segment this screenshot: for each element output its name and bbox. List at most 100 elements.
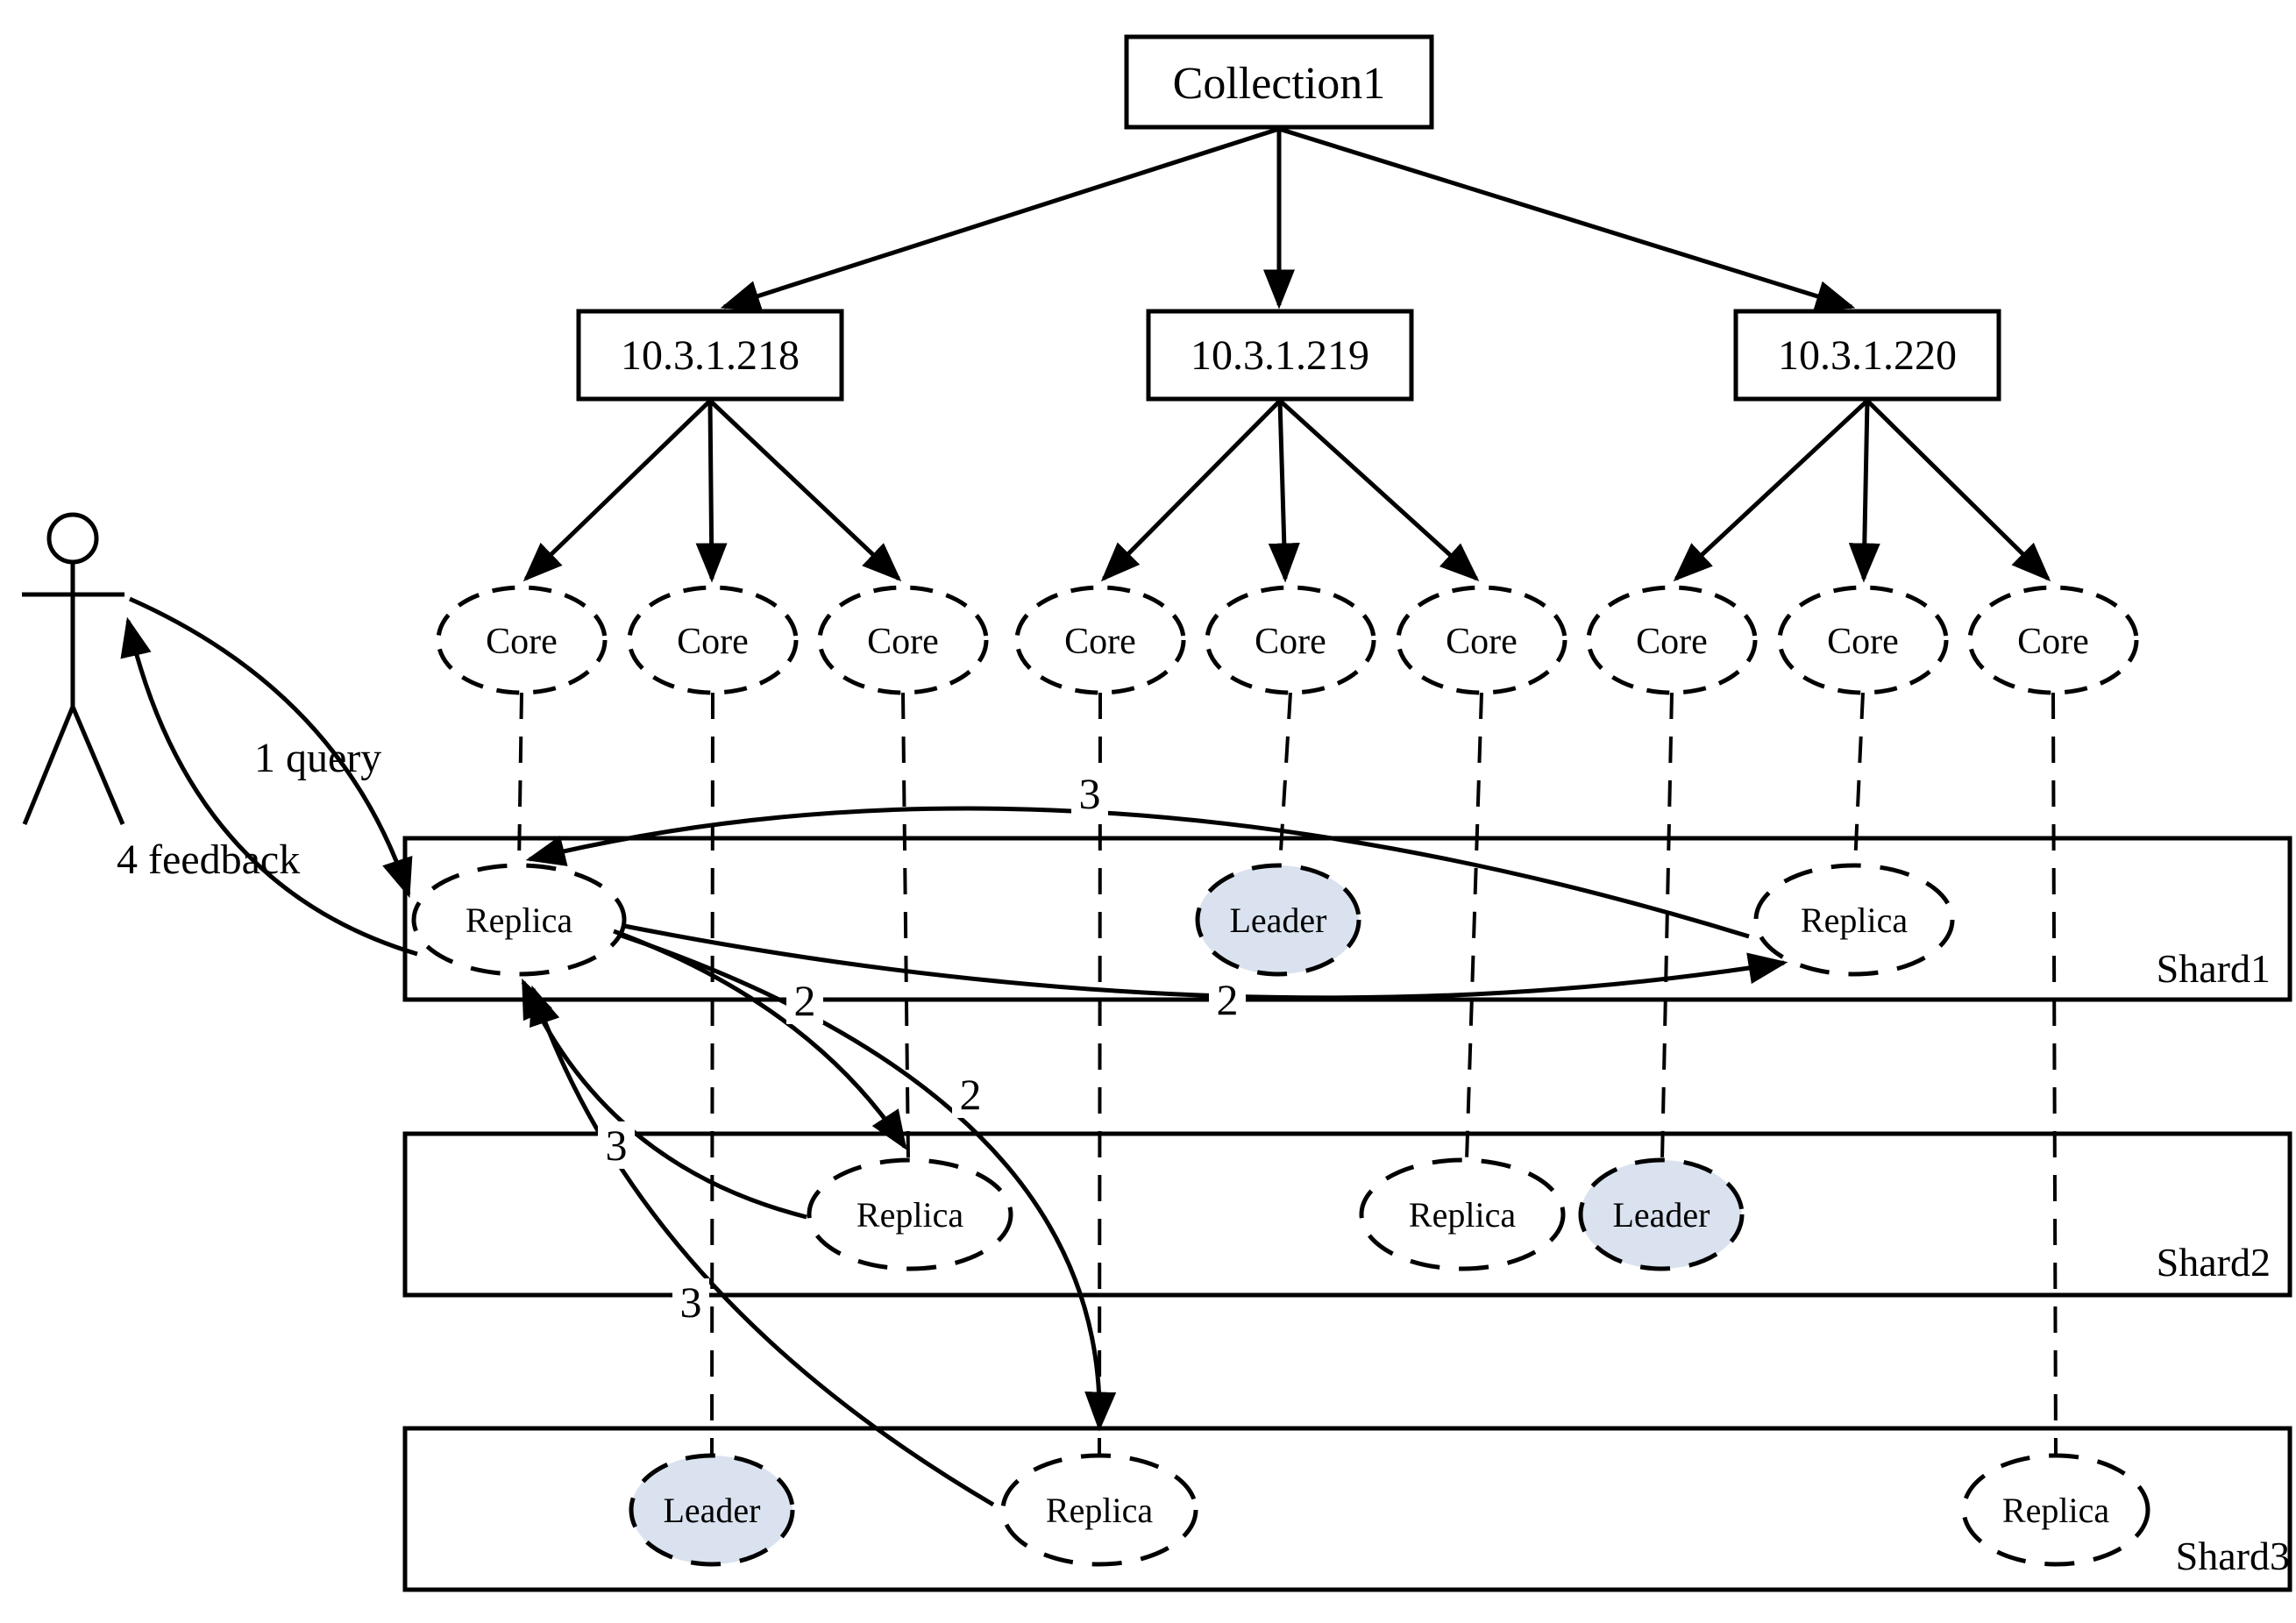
- shard2-replica2-label: Replica: [1409, 1195, 1516, 1235]
- server-nodes: 10.3.1.218 10.3.1.219 10.3.1.220: [576, 309, 2001, 402]
- arrow-query-user-to-replica: [128, 596, 413, 899]
- step3b-backing: [598, 1121, 635, 1169]
- core9-ellipse: [1967, 585, 2139, 695]
- edge-server1-core3: [708, 399, 902, 582]
- core9-label: Core: [2017, 622, 2089, 662]
- step3a-label: 3: [1079, 769, 1101, 818]
- server1-label: 10.3.1.218: [621, 332, 800, 379]
- shard3-nodes: Leader Replica Replica: [629, 1453, 2150, 1567]
- shard1-leader-label: Leader: [1229, 900, 1326, 940]
- step2b-backing: [786, 977, 823, 1024]
- core1-ellipse: [436, 585, 608, 695]
- shard1-name: Shard1: [2157, 946, 2271, 991]
- step3c-backing: [672, 1278, 709, 1326]
- shard1-replica2-label: Replica: [1801, 900, 1908, 940]
- shard3-replica1-label: Replica: [1046, 1491, 1153, 1530]
- core1-label: Core: [486, 622, 558, 662]
- connector-core2-shard3-leader: [710, 692, 714, 1456]
- edge-server2-core5: [1268, 400, 1300, 583]
- shard3-replica2-label: Replica: [2002, 1491, 2109, 1530]
- shard1-replica2-ellipse: [1753, 863, 1955, 977]
- arrow-step3-from-shard2-replica: [521, 978, 807, 1220]
- core4-label: Core: [1064, 622, 1136, 662]
- tree-edges: [522, 126, 2051, 583]
- step3a-backing: [1071, 770, 1108, 817]
- core7-ellipse: [1586, 585, 1758, 695]
- core6-ellipse: [1396, 585, 1567, 695]
- core8-ellipse: [1777, 585, 1949, 695]
- edge-collection-server1: [720, 126, 1280, 311]
- connector-core5-shard1-leader: [1278, 692, 1292, 866]
- edge-server3-core8: [1848, 400, 1880, 583]
- edge-server1-core2: [695, 400, 728, 583]
- shard2-replica2-ellipse: [1359, 1157, 1566, 1271]
- shard2-nodes: Replica Replica Leader: [807, 1157, 1745, 1271]
- core2-label: Core: [677, 622, 749, 662]
- query-label: 1 query: [254, 735, 381, 781]
- server3-label: 10.3.1.220: [1778, 332, 1957, 379]
- collection-label: Collection1: [1173, 59, 1386, 109]
- connector-core7-shard2-leader: [1660, 692, 1674, 1161]
- step3c-label: 3: [680, 1278, 702, 1327]
- user-actor-icon: [22, 512, 125, 825]
- shard-name-labels: Shard1 Shard2 Shard3: [2157, 946, 2290, 1578]
- core4-ellipse: [1014, 585, 1186, 695]
- core-nodes: Core Core Core Core Core Core Core Core: [436, 585, 2139, 695]
- arrow-step2-to-shard3-replica: [618, 932, 1117, 1432]
- shard1-nodes: Replica Leader Replica: [411, 863, 1955, 977]
- flow-labels: 1 query 4 feedback 2 2 2 3 3 3: [117, 735, 1246, 1327]
- core-node: Core: [1777, 585, 1949, 695]
- edge-server2-core4: [1100, 399, 1282, 582]
- arrow-feedback-replica-to-user: [120, 616, 418, 957]
- edge-server3-core7: [1673, 399, 1869, 582]
- core2-ellipse: [627, 585, 799, 695]
- actor-leg-right: [70, 706, 125, 825]
- core-node: Core: [1014, 585, 1186, 695]
- connector-core4-shard3-replica: [1098, 692, 1102, 1456]
- step3b-label: 3: [606, 1121, 628, 1170]
- core-node: Core: [1396, 585, 1567, 695]
- core-node: Core: [1586, 585, 1758, 695]
- core3-label: Core: [867, 622, 939, 662]
- server3-box: [1733, 309, 2001, 402]
- shard3-leader-ellipse: [629, 1453, 795, 1567]
- actor-head: [46, 512, 99, 565]
- connector-core6-shard2-replica: [1465, 692, 1483, 1161]
- core-node: Core: [436, 585, 608, 695]
- step2a-label: 2: [1217, 975, 1239, 1024]
- shard3-leader-label: Leader: [663, 1491, 760, 1530]
- core-connectors: [517, 692, 2058, 1456]
- shard3-replica1-ellipse: [1000, 1453, 1198, 1567]
- connector-core9-shard3-replica: [2051, 692, 2058, 1456]
- collection-node: Collection1: [1124, 34, 1434, 130]
- shard2-leader-ellipse: [1578, 1157, 1745, 1271]
- actor-leg-left: [22, 706, 75, 825]
- shard2-name: Shard2: [2157, 1240, 2271, 1285]
- step2c-label: 2: [960, 1070, 982, 1119]
- core-node: Core: [1205, 585, 1376, 695]
- core7-label: Core: [1636, 622, 1708, 662]
- core-node: Core: [817, 585, 989, 695]
- edge-server3-core9: [1866, 399, 2051, 582]
- core-node: Core: [1967, 585, 2139, 695]
- shard1-replica1-label: Replica: [466, 900, 572, 940]
- feedback-label: 4 feedback: [117, 836, 300, 883]
- edge-server2-core6: [1278, 399, 1480, 582]
- core5-label: Core: [1255, 622, 1326, 662]
- server1-box: [576, 309, 844, 402]
- shard2-band: [402, 1131, 2292, 1298]
- core5-ellipse: [1205, 585, 1376, 695]
- shard2-replica1-label: Replica: [857, 1195, 963, 1235]
- shard3-replica2-ellipse: [1961, 1453, 2150, 1567]
- connector-core8-shard1-replica: [1853, 692, 1865, 866]
- shard2-leader-label: Leader: [1612, 1195, 1710, 1235]
- server2-box: [1146, 309, 1414, 402]
- core3-ellipse: [817, 585, 989, 695]
- step2c-backing: [952, 1071, 989, 1118]
- arrow-step3-from-shard3-replica: [530, 985, 995, 1507]
- core8-label: Core: [1827, 622, 1899, 662]
- step2a-backing: [1209, 976, 1246, 1023]
- connector-core1-shard1-replica: [517, 692, 523, 866]
